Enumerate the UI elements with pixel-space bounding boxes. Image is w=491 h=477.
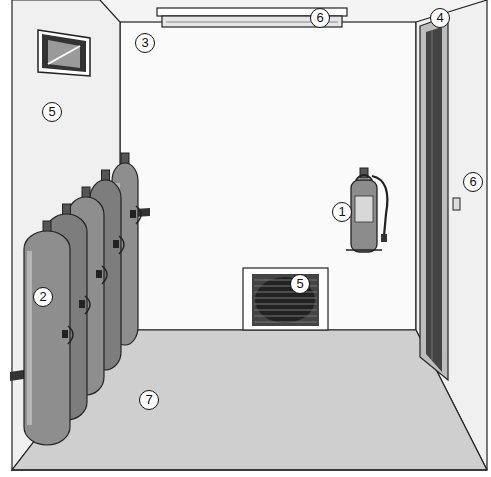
callout-number: 6 xyxy=(310,8,330,28)
callout-number: 2 xyxy=(33,287,53,307)
callout-number: 3 xyxy=(135,33,155,53)
door xyxy=(420,16,448,380)
ceiling-light xyxy=(157,8,347,27)
callout-number: 5 xyxy=(290,274,310,294)
back-wall xyxy=(120,22,416,330)
fire-extinguisher xyxy=(346,168,387,252)
callout-number: 4 xyxy=(430,8,450,28)
callout-number: 7 xyxy=(139,390,159,410)
light-switch xyxy=(453,198,460,210)
callout-number: 5 xyxy=(42,102,62,122)
gas-cylinders xyxy=(24,153,141,445)
floor-edge xyxy=(12,469,487,471)
wall-vent xyxy=(243,268,328,330)
callout-number: 6 xyxy=(463,172,483,192)
window-vent xyxy=(38,30,90,76)
callout-number: 1 xyxy=(332,202,352,222)
gas-cylinder xyxy=(24,221,73,445)
